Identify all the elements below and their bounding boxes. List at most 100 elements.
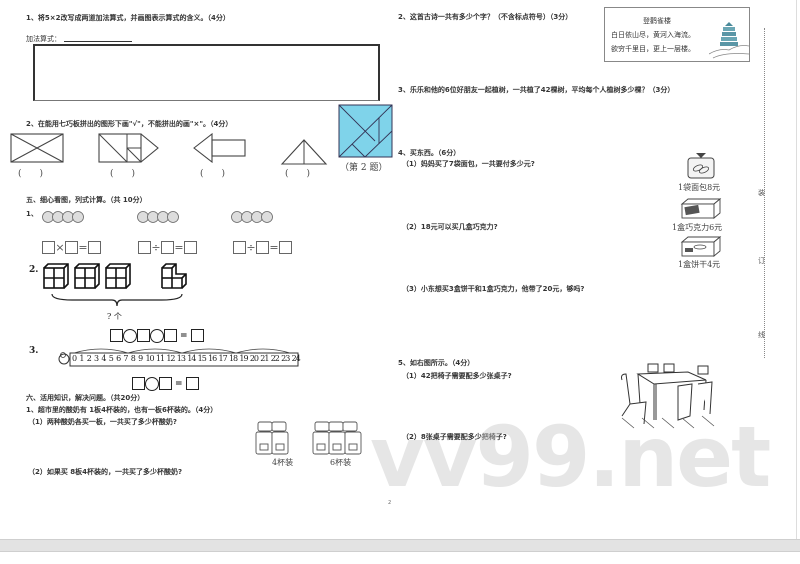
q1-drawing-box[interactable] <box>33 44 380 101</box>
section6-q1-sub2: （2）如果买 8板4杯装的，一共买了多少杯酸奶? <box>28 468 183 476</box>
ruler-number: 2 <box>86 354 92 363</box>
ruler-number: 23 <box>281 354 290 363</box>
ruler-number: 14 <box>187 354 196 363</box>
r-q5-sub2: （2）8张桌子需要配多少把椅子? <box>402 433 507 441</box>
price-bread: 1袋面包8元 <box>678 183 721 192</box>
poem-box: 登鹳雀楼 白日依山尽，黄河入海流。 欲穷千里目，更上一层楼。 <box>604 7 750 62</box>
equation-blank[interactable] <box>190 329 204 342</box>
margin-char-ding: 订 <box>758 257 765 265</box>
equation-blank[interactable] <box>137 329 150 342</box>
yogurt-label-6: 6杯装 <box>330 458 352 467</box>
section6-q1-sub1: （1）两种酸奶各买一板，一共买了多少杯酸奶? <box>28 418 177 426</box>
chocolate-box-icon <box>680 198 722 219</box>
flower-group-icon <box>231 211 273 223</box>
shape-arrow-icon <box>193 133 246 164</box>
r-q4-sub3: （3）小东想买3盒饼干和1盒巧克力，他带了20元，够吗? <box>402 285 585 293</box>
ruler-number: 10 <box>145 354 154 363</box>
equation-4: = <box>110 325 204 344</box>
tangram-caption: （第 2 题） <box>340 163 388 173</box>
poem-line-1: 白日依山尽，黄河入海流。 <box>611 31 695 39</box>
margin-char-xian: 线 <box>758 331 765 339</box>
shape-house-icon <box>98 133 159 163</box>
ruler-number: 16 <box>208 354 217 363</box>
r-q2-title: 2、这首古诗一共有多少个字？（不含标点符号）（3分） <box>398 13 573 21</box>
q2-blank-4[interactable]: ( ) <box>285 169 311 179</box>
equation-blank[interactable] <box>132 377 145 390</box>
equation-blank[interactable] <box>164 329 177 342</box>
ruler-number: 20 <box>249 354 259 363</box>
section6-q1-title: 1、超市里的酸奶有 1板4杯装的，也有一板6杯装的。（4分） <box>26 406 218 414</box>
price-biscuit: 1盒饼干4元 <box>678 260 721 269</box>
equation-blank[interactable] <box>161 241 174 254</box>
section5-item1-label: 1、 <box>26 210 38 218</box>
equation-3: ÷= <box>233 237 292 256</box>
margin-char-zhuang: 装 <box>758 189 765 197</box>
ruler-numbers: 0 1 2 3 4 5 6 7 8 9 10 11 12 13 14 15 16… <box>72 354 301 363</box>
number-line-icon <box>58 348 299 367</box>
equation-blank[interactable] <box>42 241 55 254</box>
ruler-number: 18 <box>228 354 238 363</box>
section5-title: 五、细心看图，列式计算。（共 10分） <box>26 196 147 204</box>
binding-line <box>764 28 765 358</box>
operator: = <box>174 241 184 254</box>
ruler-number: 11 <box>155 354 165 363</box>
equation-2: ÷= <box>138 237 197 256</box>
operator-blank[interactable] <box>145 376 159 391</box>
ruler-number: 9 <box>138 354 144 363</box>
equation-blank[interactable] <box>279 241 292 254</box>
ruler-number: 1 <box>79 354 85 363</box>
equation-blank[interactable] <box>233 241 246 254</box>
ruler-number: 5 <box>108 354 114 363</box>
q2-blank-3[interactable]: ( ) <box>200 169 226 179</box>
ruler-number: 6 <box>116 354 122 363</box>
operator: ÷ <box>246 241 256 254</box>
equation-blank[interactable] <box>184 241 197 254</box>
operator: = <box>269 241 279 254</box>
q1-answer-line[interactable] <box>64 41 132 42</box>
ruler-number: 19 <box>239 354 248 363</box>
poem-line-2: 欲穷千里目，更上一层楼。 <box>611 45 695 53</box>
ruler-number: 7 <box>123 354 129 363</box>
section5-item3-label: 3. <box>29 346 39 356</box>
equation-blank[interactable] <box>185 377 199 390</box>
page-separator <box>0 539 800 552</box>
ruler-number: 13 <box>176 354 186 363</box>
operator-blank[interactable] <box>123 328 137 343</box>
q1-addition-label: 加法算式： <box>26 35 61 43</box>
equation-blank[interactable] <box>110 329 123 342</box>
page-edge <box>796 0 797 540</box>
price-chocolate: 1盒巧克力6元 <box>672 223 723 232</box>
r-q5-title: 5、如右图所示。（4分） <box>398 359 475 367</box>
equation-blank[interactable] <box>256 241 269 254</box>
r-q4-title: 4、买东西。（6分） <box>398 149 461 157</box>
ruler-number: 24 <box>291 354 301 363</box>
r-q3-title: 3、乐乐和他的6位好朋友一起植树，一共植了42棵树，平均每个人植树多少棵？（3分… <box>398 86 675 94</box>
ruler-number: 3 <box>94 354 100 363</box>
q2-blank-1[interactable]: ( ) <box>18 169 44 179</box>
operator-blank[interactable] <box>150 328 164 343</box>
shape-triangle-icon <box>280 139 328 165</box>
flower-group-icon <box>42 211 84 223</box>
tangram-square-icon <box>338 104 393 158</box>
cubes-icon <box>43 263 187 307</box>
bread-bag-icon <box>687 153 715 179</box>
q2-blank-2[interactable]: ( ) <box>110 169 136 179</box>
section6-title: 六、活用知识，解决问题。（共20分） <box>26 394 145 402</box>
ruler-number: 21 <box>260 354 269 363</box>
r-q4-sub1: （1）妈妈买了7袋面包，一共要付多少元? <box>402 160 535 168</box>
equation-blank[interactable] <box>138 241 151 254</box>
section5-item2-label: 2. <box>29 265 39 275</box>
operator: ÷ <box>151 241 161 254</box>
equation-blank[interactable] <box>65 241 78 254</box>
equation-5: = <box>132 373 199 392</box>
r-q4-sub2: （2）18元可以买几盒巧克力? <box>402 223 498 231</box>
q1-title: 1、将5×2改写成两道加法算式，并画图表示算式的含义。（4分） <box>26 14 230 22</box>
equals-sign: = <box>180 330 188 341</box>
equation-blank[interactable] <box>159 377 172 390</box>
r-q5-sub1: （1）42把椅子需要配多少张桌子? <box>402 372 512 380</box>
equation-blank[interactable] <box>88 241 101 254</box>
watermark: vv99.net <box>370 408 771 506</box>
ruler-number: 22 <box>270 354 280 363</box>
table-chairs-icon <box>621 363 715 429</box>
equals-sign: = <box>175 378 183 389</box>
